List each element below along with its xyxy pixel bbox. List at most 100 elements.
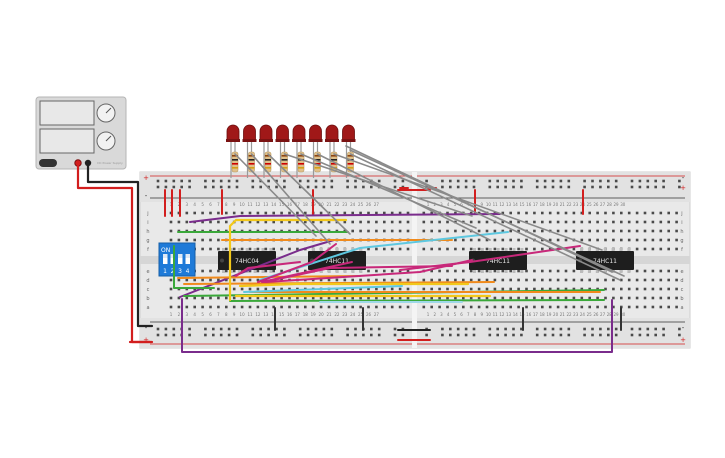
hole[interactable] [517,269,520,273]
hole[interactable] [454,278,457,282]
rail-hole[interactable] [488,327,492,331]
hole[interactable] [667,278,670,282]
hole[interactable] [604,287,607,291]
rail-hole[interactable] [512,179,515,183]
rail-hole[interactable] [678,179,681,183]
rail-hole[interactable] [164,179,168,183]
hole[interactable] [256,211,260,215]
hole[interactable] [225,247,228,251]
hole[interactable] [627,220,631,224]
wire-magenta[interactable] [265,259,473,283]
hole[interactable] [533,229,536,233]
hole[interactable] [193,211,196,215]
rail-hole[interactable] [283,185,286,189]
rail-hole[interactable] [488,333,492,337]
hole[interactable] [304,305,307,309]
wire-led-signal[interactable] [316,153,491,241]
rail-hole[interactable] [472,333,476,337]
hole[interactable] [501,220,505,224]
rail-hole[interactable] [235,333,239,337]
hole[interactable] [390,296,394,300]
rail-hole[interactable] [275,185,278,189]
rail-hole[interactable] [172,185,176,189]
rail-hole[interactable] [354,185,357,189]
rail-hole[interactable] [535,179,539,183]
hole[interactable] [509,211,512,215]
hole[interactable] [454,305,457,309]
hole[interactable] [556,220,560,224]
rail-hole[interactable] [496,333,499,337]
hole[interactable] [383,220,386,224]
hole[interactable] [635,220,639,224]
hole[interactable] [667,229,670,233]
rail-hole[interactable] [559,179,563,183]
hole[interactable] [588,211,591,215]
hole[interactable] [367,229,370,233]
hole[interactable] [501,278,505,282]
rail-hole[interactable] [212,179,215,183]
hole[interactable] [675,238,678,242]
hole[interactable] [422,211,426,215]
rail-hole[interactable] [630,185,634,189]
hole[interactable] [209,238,212,242]
hole[interactable] [462,287,465,291]
hole[interactable] [572,269,576,273]
hole[interactable] [469,247,473,251]
rail-hole[interactable] [551,333,555,337]
hole[interactable] [248,287,252,291]
hole[interactable] [620,278,623,282]
rail-hole[interactable] [441,327,444,331]
hole[interactable] [501,296,505,300]
rail-hole[interactable] [591,327,594,331]
hole[interactable] [580,278,584,282]
hole[interactable] [169,220,173,224]
hole[interactable] [541,305,544,309]
rail-hole[interactable] [377,327,381,331]
hole[interactable] [422,287,426,291]
hole[interactable] [169,296,173,300]
hole[interactable] [406,305,410,309]
hole[interactable] [572,211,576,215]
hole[interactable] [335,211,339,215]
hole[interactable] [462,229,465,233]
rail-hole[interactable] [267,333,270,337]
hole[interactable] [390,247,394,251]
rail-hole[interactable] [172,327,176,331]
hole[interactable] [185,305,189,309]
hole[interactable] [667,296,670,300]
hole[interactable] [525,296,528,300]
rail-hole[interactable] [504,185,507,189]
hole[interactable] [572,229,576,233]
rail-hole[interactable] [283,333,286,337]
hole[interactable] [635,247,639,251]
wire-purple[interactable] [189,213,501,223]
hole[interactable] [501,287,505,291]
rail-hole[interactable] [559,333,563,337]
dip-toggle-1[interactable] [163,254,168,264]
hole[interactable] [548,211,552,215]
dip-toggle-2[interactable] [170,254,176,264]
hole[interactable] [217,211,220,215]
hole[interactable] [556,287,560,291]
rail-hole[interactable] [559,327,563,331]
hole[interactable] [240,211,244,215]
hole[interactable] [264,305,268,309]
hole[interactable] [327,296,331,300]
hole[interactable] [533,247,536,251]
rail-hole[interactable] [219,185,223,189]
hole[interactable] [430,305,433,309]
wire-led-signal[interactable] [349,149,625,277]
hole[interactable] [596,211,599,215]
hole[interactable] [548,220,552,224]
hole[interactable] [351,296,354,300]
hole[interactable] [604,238,607,242]
rail-hole[interactable] [251,185,255,189]
hole[interactable] [311,278,315,282]
hole[interactable] [280,220,283,224]
wire-yellow[interactable] [238,282,470,288]
rail-hole[interactable] [496,327,499,331]
hole[interactable] [627,238,631,242]
rail-hole[interactable] [472,185,476,189]
hole[interactable] [564,278,568,282]
hole[interactable] [422,220,426,224]
